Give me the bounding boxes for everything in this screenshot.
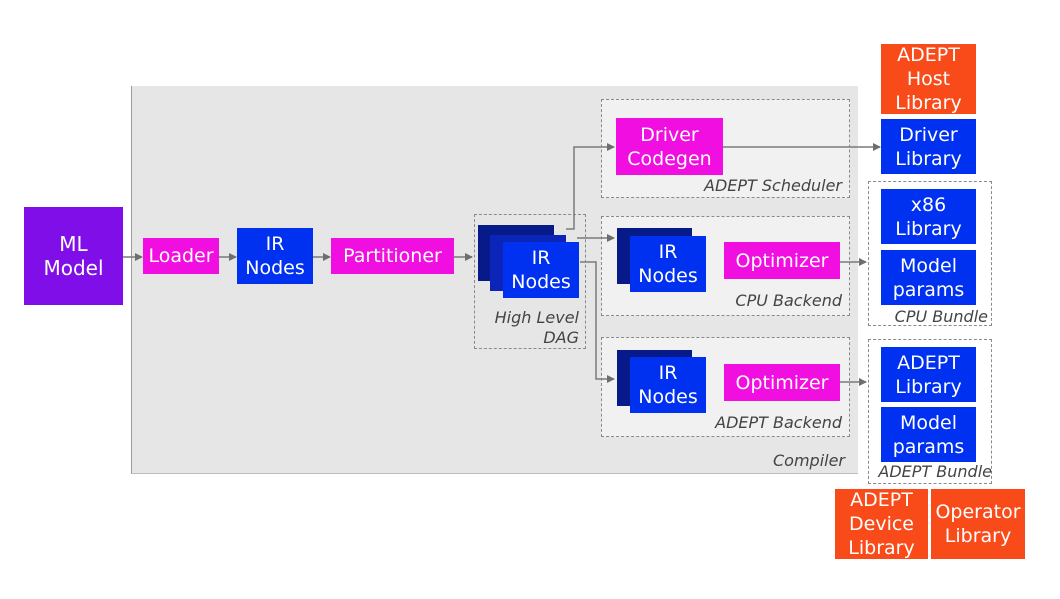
high-level-dag-label: High Level DAG [494,308,579,347]
adept-optimizer-node: Optimizer [724,364,840,401]
adept-device-library-node: ADEPT Device Library [835,489,928,559]
adept-bundle-region [868,339,992,484]
adept-library-node: ADEPT Library [881,347,976,402]
cpu-ir-nodes-node: IR Nodes [630,236,706,292]
loader-node: Loader [143,238,219,274]
arrow-dag-to-driver-codegen [566,143,615,230]
operator-library-node: Operator Library [931,489,1025,559]
arrow-dag-to-adept-backend [580,261,615,383]
cpu-model-params-node: Model params [881,250,976,305]
adept-model-params-node: Model params [881,407,976,462]
compiler-label: Compiler [772,451,845,470]
cpu-bundle-region [868,181,992,326]
driver-codegen-node: Driver Codegen [616,118,723,175]
adept-scheduler-label: ADEPT Scheduler [704,176,842,195]
x86-library-node: x86 Library [881,189,976,244]
high-level-dag-region [474,214,586,349]
cpu-optimizer-node: Optimizer [724,242,840,279]
ir-nodes-node: IR Nodes [237,228,313,284]
adept-host-library-node: ADEPT Host Library [881,44,976,114]
adept-ir-nodes-node: IR Nodes [630,357,706,413]
adept-bundle-label: ADEPT Bundle [878,462,992,481]
cpu-bundle-label: CPU Bundle [894,307,988,326]
dag-ir-nodes-node: IR Nodes [503,242,579,298]
driver-library-node: Driver Library [881,119,976,174]
partitioner-node: Partitioner [331,238,454,274]
ml-model-node: ML Model [24,207,123,305]
adept-backend-label: ADEPT Backend [715,413,842,432]
cpu-backend-label: CPU Backend [735,291,842,310]
